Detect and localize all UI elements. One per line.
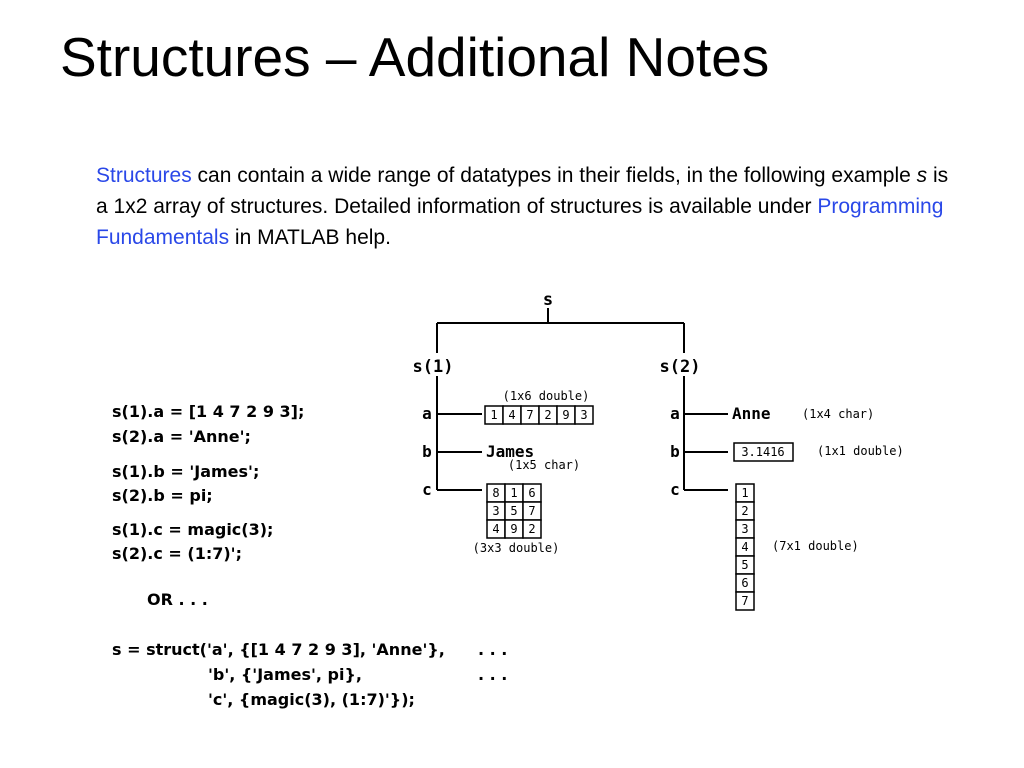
code-continuation-1: . . . [478, 640, 508, 659]
svg-text:3: 3 [741, 522, 748, 536]
element-2-label: s(2) [660, 357, 701, 377]
svg-text:5: 5 [741, 558, 748, 572]
svg-text:3: 3 [492, 504, 499, 518]
svg-text:7: 7 [741, 594, 748, 608]
s2-b-value: 3.1416 [741, 445, 784, 459]
intro-text-1: can contain a wide range of datatypes in… [191, 164, 917, 187]
s1-a-cell: 4 [502, 405, 522, 425]
element-1-field-a: a [422, 404, 432, 423]
s1-a-cell: 3 [574, 405, 594, 425]
s2-c-caption: (7x1 double) [772, 539, 859, 553]
intro-paragraph: Structures can contain a wide range of d… [96, 160, 956, 253]
code-block: s(1).a = [1 4 7 2 9 3]; s(2).a = 'Anne';… [112, 402, 532, 722]
svg-text:7: 7 [526, 408, 533, 422]
svg-text:7: 7 [528, 504, 535, 518]
s2-b-caption: (1x1 double) [817, 444, 904, 458]
s1-b-value: James [486, 442, 534, 461]
slide-title: Structures – Additional Notes [60, 26, 770, 88]
code-line-3: s(1).b = 'James'; [112, 462, 260, 481]
s2-c-cell: 3 [735, 519, 755, 539]
svg-text:6: 6 [741, 576, 748, 590]
code-continuation-2: . . . [478, 665, 508, 684]
s1-a-cell: 7 [520, 405, 540, 425]
s2-c-cell: 1 [735, 483, 755, 503]
code-struct-line-3: 'c', {magic(3), (1:7)'}); [208, 690, 415, 709]
svg-text:3: 3 [580, 408, 587, 422]
svg-text:2: 2 [544, 408, 551, 422]
code-line-4: s(2).b = pi; [112, 486, 213, 505]
s1-a-row-vector: 1 4 7 2 9 3 [484, 405, 594, 425]
s1-c-cell: 4 [486, 519, 506, 539]
structure-diagram: s s(1) s(2) a b c a b c (1x6 double) 1 4… [390, 288, 950, 628]
s1-c-caption: (3x3 double) [473, 541, 560, 555]
s1-a-cell: 1 [484, 405, 504, 425]
s1-b-caption: (1x5 char) [508, 458, 580, 472]
s1-c-matrix: 8 1 6 3 5 7 4 9 2 [486, 483, 542, 539]
code-struct-line-2: 'b', {'James', pi}, [208, 665, 362, 684]
s1-c-cell: 6 [522, 483, 542, 503]
s1-c-cell: 2 [522, 519, 542, 539]
element-1-field-c: c [422, 480, 432, 499]
svg-text:6: 6 [528, 486, 535, 500]
root-label: s [543, 290, 553, 310]
svg-text:4: 4 [508, 408, 515, 422]
s2-b-box: 3.1416 [733, 442, 794, 462]
code-line-1: s(1).a = [1 4 7 2 9 3]; [112, 402, 305, 421]
code-struct-line-1: s = struct('a', {[1 4 7 2 9 3], 'Anne'}, [112, 640, 445, 659]
s2-c-cell: 5 [735, 555, 755, 575]
svg-text:1: 1 [510, 486, 517, 500]
s1-c-cell: 5 [504, 501, 524, 521]
code-line-5: s(1).c = magic(3); [112, 520, 274, 539]
svg-text:1: 1 [741, 486, 748, 500]
element-2-field-c: c [670, 480, 680, 499]
intro-text-2: is a 1x2 array of structures. Detailed i… [96, 164, 949, 218]
programming-fundamentals-link[interactable]: Programming Fundamentals [96, 195, 944, 249]
svg-text:9: 9 [510, 522, 517, 536]
structures-link[interactable]: Structures [96, 164, 192, 187]
s2-c-cell: 2 [735, 501, 755, 521]
intro-variable-s: s [916, 164, 928, 187]
element-1-label: s(1) [413, 357, 454, 377]
code-or-line: OR . . . [147, 590, 208, 609]
svg-text:4: 4 [741, 540, 748, 554]
code-line-6: s(2).c = (1:7)'; [112, 544, 242, 563]
s1-c-cell: 1 [504, 483, 524, 503]
element-2-field-a: a [670, 404, 680, 423]
s2-c-cell: 6 [735, 573, 755, 593]
structure-diagram-svg: s s(1) s(2) a b c a b c (1x6 double) 1 4… [413, 290, 904, 611]
s1-a-cell: 9 [556, 405, 576, 425]
s1-c-cell: 7 [522, 501, 542, 521]
s2-c-cell: 4 [735, 537, 755, 557]
s1-c-cell: 9 [504, 519, 524, 539]
s1-a-cell: 2 [538, 405, 558, 425]
svg-text:2: 2 [528, 522, 535, 536]
s1-a-caption: (1x6 double) [503, 389, 590, 403]
svg-text:5: 5 [510, 504, 517, 518]
svg-text:4: 4 [492, 522, 499, 536]
svg-text:1: 1 [490, 408, 497, 422]
s2-a-caption: (1x4 char) [802, 407, 874, 421]
s1-c-cell: 8 [486, 483, 506, 503]
svg-text:9: 9 [562, 408, 569, 422]
svg-text:8: 8 [492, 486, 499, 500]
intro-text-3: in MATLAB help. [229, 226, 391, 249]
svg-text:2: 2 [741, 504, 748, 518]
s2-c-cell: 7 [735, 591, 755, 611]
element-2-field-b: b [670, 442, 680, 461]
s2-c-column-vector: 1 2 3 4 5 6 7 [735, 483, 755, 611]
s2-a-value: Anne [732, 404, 771, 423]
s1-c-cell: 3 [486, 501, 506, 521]
code-line-2: s(2).a = 'Anne'; [112, 427, 251, 446]
element-1-field-b: b [422, 442, 432, 461]
